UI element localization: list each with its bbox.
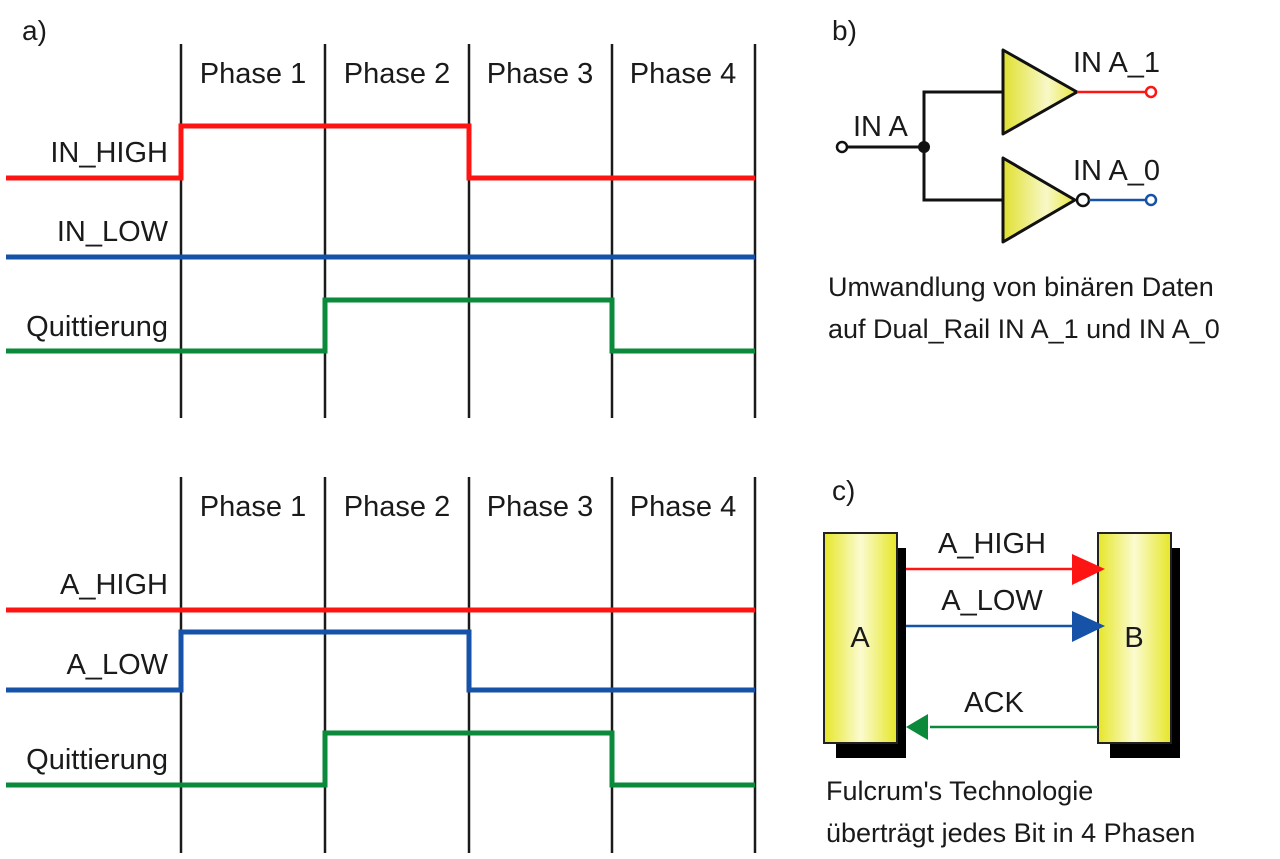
- caption-b-line2: auf Dual_Rail IN A_1 und IN A_0: [828, 314, 1220, 344]
- phase-label: Phase 3: [487, 58, 593, 90]
- output-terminal-icon: [1144, 85, 1158, 99]
- output-label-a1: IN A_1: [1073, 47, 1160, 79]
- phase-label: Phase 2: [344, 491, 450, 523]
- arrow-a-low-label: A_LOW: [941, 585, 1043, 617]
- input-terminal-icon: [835, 140, 849, 154]
- timing-diagram-top: Phase 1 Phase 2 Phase 3 Phase 4 IN_HIGH …: [6, 44, 757, 418]
- arrow-ack-label: ACK: [964, 687, 1024, 719]
- signal-label-in-high: IN_HIGH: [50, 137, 168, 169]
- arrow-a-high-head-icon: [1072, 554, 1105, 585]
- phase-label: Phase 2: [344, 58, 450, 90]
- phase-label: Phase 3: [487, 491, 593, 523]
- timing-diagram-bottom: Phase 1 Phase 2 Phase 3 Phase 4 A_HIGH A…: [6, 477, 757, 853]
- waveform-a-low: [6, 629, 755, 693]
- arrow-a-high-label: A_HIGH: [938, 528, 1046, 560]
- handshake-diagram: A B A_HIGH A_LOW ACK Fulcrum's Technolog…: [823, 528, 1195, 848]
- output-label-a0: IN A_0: [1073, 155, 1160, 187]
- dual-rail-circuit: IN A IN A_1 IN A_0 Umwandlung von binäre…: [828, 47, 1220, 344]
- arrow-ack-head-icon: [906, 714, 928, 740]
- arrow-a-low-head-icon: [1072, 611, 1105, 642]
- signal-label-in-low: IN_LOW: [57, 216, 169, 248]
- caption-c-line1: Fulcrum's Technologie: [826, 776, 1093, 806]
- phase-label: Phase 4: [630, 491, 736, 523]
- panel-label-c: c): [832, 475, 855, 506]
- caption-c-line2: überträgt jedes Bit in 4 Phasen: [826, 818, 1195, 848]
- block-b: [1097, 532, 1172, 744]
- block-b-label: B: [1124, 622, 1143, 654]
- block-a-label: A: [850, 622, 870, 654]
- branch-wire-upper: [922, 90, 1003, 147]
- caption-b-line1: Umwandlung von binären Daten: [828, 272, 1214, 302]
- signal-label-quittierung: Quittierung: [26, 744, 168, 776]
- phase-label: Phase 1: [200, 491, 306, 523]
- signal-label-quittierung: Quittierung: [26, 311, 168, 343]
- waveform-quittierung: [6, 297, 755, 354]
- signal-label-a-low: A_LOW: [66, 649, 168, 681]
- inverter-bubble-icon: [1075, 192, 1091, 208]
- phase-label: Phase 1: [200, 58, 306, 90]
- output-terminal-icon: [1144, 193, 1158, 207]
- panel-label-b: b): [832, 15, 857, 46]
- signal-label-a-high: A_HIGH: [60, 569, 168, 601]
- panel-label-a: a): [22, 15, 47, 46]
- waveform-quittierung: [6, 730, 755, 788]
- buffer-gate-icon: [1001, 48, 1079, 136]
- branch-wire-lower: [922, 147, 1003, 202]
- waveform-in-high: [6, 123, 755, 181]
- inverter-gate-icon: [1001, 156, 1077, 244]
- block-a: [823, 532, 898, 744]
- input-label: IN A: [853, 111, 908, 143]
- phase-label: Phase 4: [630, 58, 736, 90]
